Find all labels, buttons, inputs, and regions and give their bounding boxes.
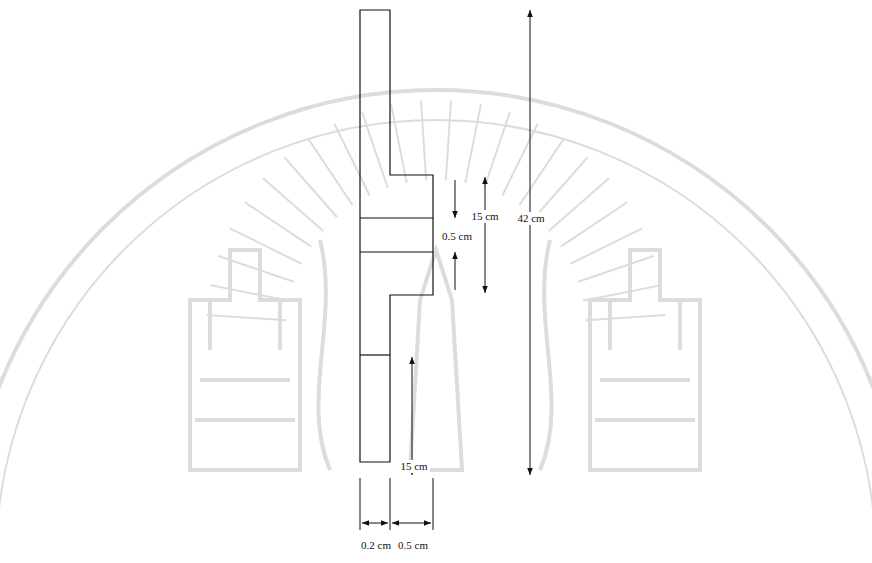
dimension-lines xyxy=(360,10,530,530)
watermark-ray xyxy=(284,157,337,217)
watermark-ray xyxy=(535,157,588,217)
watermark-ray xyxy=(578,256,654,282)
watermark-ray xyxy=(421,100,426,180)
watermark-ray xyxy=(206,315,286,320)
watermark-ray xyxy=(362,112,388,188)
watermark-ray xyxy=(586,315,666,320)
watermark-ray xyxy=(263,178,323,231)
watermark-ray xyxy=(245,202,312,246)
watermark-ray xyxy=(549,178,609,231)
thickness-dimension: 0.2 cm xyxy=(359,539,393,552)
lower-dimension: 15 cm xyxy=(398,460,429,473)
watermark-ray xyxy=(391,104,407,182)
offset-dimension: 0.5 cm xyxy=(396,539,430,552)
part-outline xyxy=(360,10,433,462)
overall-length: 42 cm xyxy=(515,212,546,225)
slot-dimension: 0.5 cm xyxy=(440,230,474,243)
watermark-ray xyxy=(465,104,481,182)
watermark-ray xyxy=(484,112,510,188)
watermark-seal xyxy=(0,90,872,563)
step-dimension: 15 cm xyxy=(469,210,500,223)
watermark-ray xyxy=(446,100,451,180)
watermark-ray xyxy=(519,139,563,206)
watermark-ray xyxy=(334,124,369,196)
